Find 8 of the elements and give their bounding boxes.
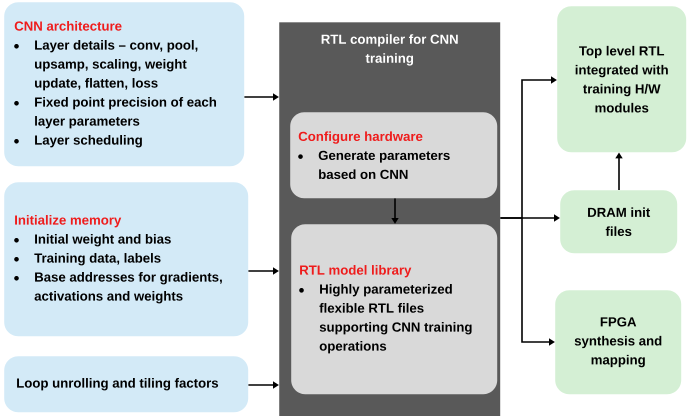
output-box: DRAM init files <box>560 190 678 254</box>
input-box: Loop unrolling and tiling factors <box>4 356 248 412</box>
input-box: CNN architecture Layer details – conv, pool, upsamp, scaling, weight update, flatten, loss Fixed point precision of each layer parameters Layer scheduling <box>4 2 244 166</box>
process-box: RTL model library Highly parameterized flexible RTL files supporting CNN training operations <box>291 224 498 394</box>
output-box: Top level RTL integrated with training H/W modules <box>557 6 686 152</box>
output-box: FPGA synthesis and mapping <box>555 290 682 394</box>
process-box: Configure hardware Generate parameters based on CNN <box>290 112 498 198</box>
input-box: Initialize memory Initial weight and bias Training data, labels Base addresses for gradients, activations and weights <box>4 182 248 336</box>
